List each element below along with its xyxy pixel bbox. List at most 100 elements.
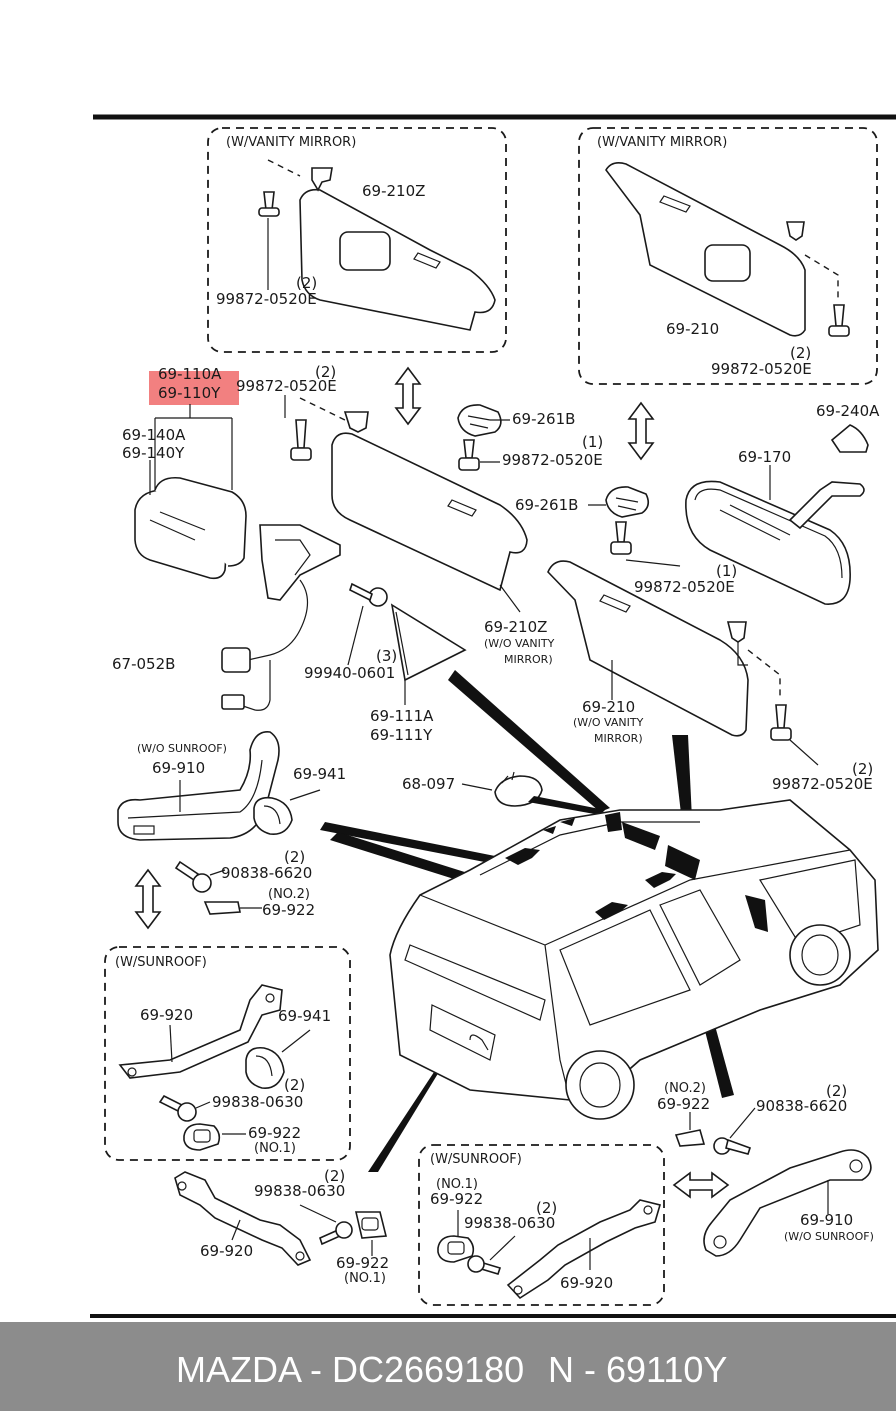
screw-mid-left bbox=[290, 419, 312, 461]
clip-69-922-no2-right bbox=[674, 1129, 706, 1147]
assist-handle-69-910-top bbox=[117, 731, 280, 841]
label-screw-90838-a: 90838-6620 bbox=[221, 864, 312, 882]
label-screw-261: 99872-0520E bbox=[502, 451, 603, 469]
label-69-210-top: 69-210 bbox=[666, 320, 719, 338]
label-screw-vis: 99872-0520E bbox=[634, 578, 735, 596]
screw-vis-mid bbox=[610, 521, 632, 555]
label-screw-99838-c: 99838-0630 bbox=[464, 1214, 555, 1232]
label-69-910-b: 69-910 bbox=[800, 1211, 853, 1229]
label-69-941-b: 69-941 bbox=[278, 1007, 331, 1025]
screw-90838-top bbox=[174, 860, 212, 893]
box-vanity-left bbox=[207, 127, 507, 353]
label-69-210z-top: 69-210Z bbox=[362, 182, 425, 200]
label-mirror-a: MIRROR) bbox=[504, 653, 553, 666]
label-wo-sunroof-b: (W/O SUNROOF) bbox=[784, 1230, 874, 1243]
double-arrow-4 bbox=[672, 1171, 730, 1199]
clip-69-261b-top bbox=[457, 404, 502, 437]
screw-top-left bbox=[258, 191, 280, 217]
label-67-052b: 67-052B bbox=[112, 655, 175, 673]
label-qty-vis: (1) bbox=[716, 562, 737, 580]
parts-diagram: (W/VANITY MIRROR) (W/VANITY MIRROR) (W/S… bbox=[90, 114, 896, 1318]
cover-69-240a bbox=[830, 424, 869, 453]
clip-69-922-no2-top bbox=[203, 901, 241, 915]
label-screw-mid: 99872-0520E bbox=[236, 377, 337, 395]
label-69-941-a: 69-941 bbox=[293, 765, 346, 783]
sun-visor-69-210z-top bbox=[299, 167, 496, 331]
handle-69-920-sunroof-left bbox=[118, 984, 283, 1079]
label-no2-b: (NO.2) bbox=[664, 1081, 706, 1096]
label-69-261b-a: 69-261B bbox=[512, 410, 575, 428]
roof-marks bbox=[505, 812, 768, 932]
label-69-261b-b: 69-261B bbox=[515, 496, 578, 514]
double-arrow-3 bbox=[134, 868, 162, 930]
pointer-wedge-1 bbox=[448, 670, 610, 812]
footer-brand-part-number: MAZDA - DC2669180 bbox=[176, 1349, 525, 1390]
screw-top-right bbox=[828, 304, 850, 337]
sun-visor-69-210z-mid bbox=[331, 411, 528, 592]
box-sunroof-left bbox=[104, 946, 351, 1161]
assist-handle-69-910-bottom bbox=[703, 1149, 872, 1257]
label-mirror-b: MIRROR) bbox=[594, 732, 643, 745]
sun-visor-69-210-mid bbox=[547, 560, 749, 737]
label-screw-99838-a: 99838-0630 bbox=[212, 1093, 303, 1111]
label-69-922-e: 69-922 bbox=[430, 1190, 483, 1208]
lamp-68-097 bbox=[494, 771, 543, 807]
label-screw-top-left: 99872-0520E bbox=[216, 290, 317, 308]
label-68-097: 68-097 bbox=[402, 775, 455, 793]
label-69-170: 69-170 bbox=[738, 448, 791, 466]
label-69-140y: 69-140Y bbox=[122, 444, 185, 462]
clip-69-922-bottom-left bbox=[354, 1211, 388, 1239]
label-69-920-b: 69-920 bbox=[200, 1242, 253, 1260]
screw-99838-sunroof-right bbox=[467, 1255, 502, 1275]
label-wo-vanity-a: (W/O VANITY bbox=[484, 637, 555, 650]
label-no1-b: (NO.1) bbox=[344, 1271, 386, 1286]
clip-69-922-sunroof-left bbox=[183, 1123, 221, 1151]
label-qty-99838-a: (2) bbox=[284, 1076, 305, 1094]
label-qty-bolt: (3) bbox=[376, 647, 397, 665]
label-69-110y: 69-110Y bbox=[158, 384, 221, 402]
screw-mid-right bbox=[770, 704, 792, 741]
label-69-140a: 69-140A bbox=[122, 426, 186, 444]
screw-99838-sunroof-left bbox=[158, 1094, 197, 1122]
label-69-922-d: 69-922 bbox=[336, 1254, 389, 1272]
label-69-111y: 69-111Y bbox=[370, 726, 433, 744]
label-screw-top-right: 99872-0520E bbox=[711, 360, 812, 378]
label-69-110a: 69-110A bbox=[158, 365, 222, 383]
triangle-cover-69-111 bbox=[390, 603, 467, 682]
cap-69-941-top bbox=[253, 796, 293, 836]
label-wo-vanity-b: (W/O VANITY bbox=[573, 716, 644, 729]
label-qty-top-left: (2) bbox=[296, 274, 317, 292]
label-69-240a: 69-240A bbox=[816, 402, 880, 420]
label-no1-c: (NO.1) bbox=[436, 1177, 478, 1192]
screw-261-top bbox=[458, 439, 480, 471]
box-label-vanity-left: (W/VANITY MIRROR) bbox=[226, 135, 356, 150]
double-arrow-2 bbox=[627, 401, 655, 461]
label-69-920-a: 69-920 bbox=[140, 1006, 193, 1024]
label-qty-90838-a: (2) bbox=[284, 848, 305, 866]
label-no2-a: (NO.2) bbox=[268, 887, 310, 902]
handle-69-920-sunroof-right bbox=[506, 1199, 662, 1300]
label-69-210z-mid: 69-210Z bbox=[484, 618, 547, 636]
highlight-box bbox=[149, 371, 239, 405]
door-mirror bbox=[134, 476, 341, 601]
label-wo-sunroof-top: (W/O SUNROOF) bbox=[137, 742, 227, 755]
label-69-111a: 69-111A bbox=[370, 707, 434, 725]
handle-69-920-bottom-left bbox=[174, 1171, 312, 1266]
label-qty-r: (2) bbox=[852, 760, 873, 778]
label-bolt: 99940-0601 bbox=[304, 664, 395, 682]
label-qty-mid: (2) bbox=[315, 363, 336, 381]
vehicle-body bbox=[389, 799, 879, 1120]
pointer-wedge-7 bbox=[528, 796, 605, 815]
cap-69-941-sunroof bbox=[245, 1046, 285, 1089]
box-vanity-right bbox=[578, 127, 878, 385]
label-no1-a: (NO.1) bbox=[254, 1141, 296, 1156]
label-qty-99838-c: (2) bbox=[536, 1199, 557, 1217]
pointer-wedge-3 bbox=[320, 822, 505, 865]
box-label-sunroof-left: (W/SUNROOF) bbox=[115, 955, 207, 970]
pointer-wedge-5 bbox=[368, 1062, 445, 1172]
label-69-210-mid: 69-210 bbox=[582, 698, 635, 716]
label-screw-90838-b: 90838-6620 bbox=[756, 1097, 847, 1115]
rear-view-mirror bbox=[685, 480, 865, 605]
label-69-922-c: 69-922 bbox=[657, 1095, 710, 1113]
label-69-922-b: 69-922 bbox=[248, 1124, 301, 1142]
